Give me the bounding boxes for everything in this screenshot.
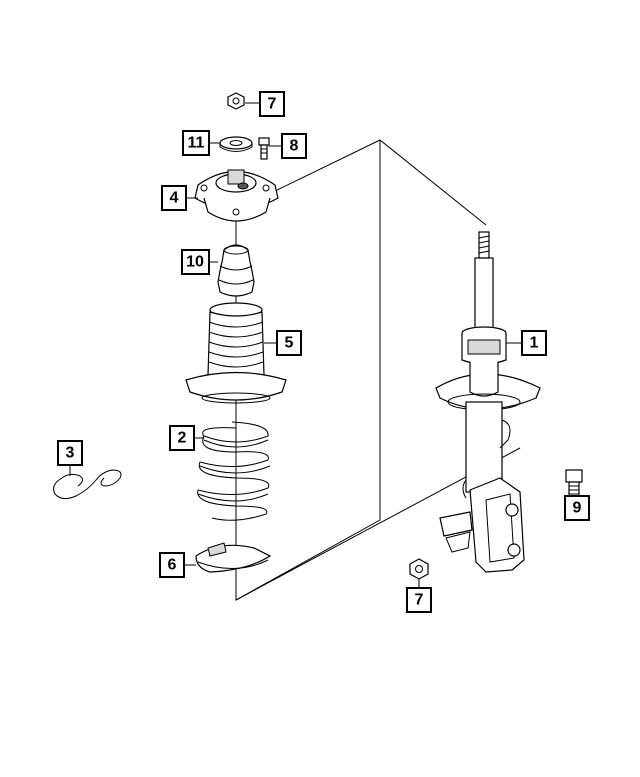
callout-7-top: 7 [259,91,285,117]
bolt-part-large [565,469,583,499]
callout-7-bottom: 7 [406,587,432,613]
callout-1: 1 [521,330,547,356]
svg-text:10: 10 [186,254,204,271]
callout-11: 11 [182,130,210,156]
svg-text:8: 8 [290,138,299,155]
svg-text:4: 4 [170,190,179,207]
nut-part-bottom [409,558,429,580]
washer-part [219,136,253,152]
coil-spring-part [197,421,271,521]
svg-text:5: 5 [285,335,294,352]
callout-5: 5 [276,330,302,356]
svg-text:6: 6 [168,557,177,574]
svg-text:2: 2 [178,430,187,447]
jounce-bumper-part [217,244,255,297]
svg-text:11: 11 [188,135,205,152]
spring-clip-part [53,469,122,500]
nut-part-top [227,92,245,110]
svg-text:1: 1 [530,335,539,352]
svg-text:7: 7 [415,592,424,609]
bolt-part-small [258,137,270,160]
svg-text:3: 3 [66,445,75,462]
callout-6: 6 [159,552,185,578]
strut-part [435,231,541,573]
callout-3: 3 [57,440,83,466]
svg-text:9: 9 [573,500,582,517]
callout-4: 4 [161,185,187,211]
spring-isolator-part [195,542,272,573]
callout-2: 2 [169,425,195,451]
svg-text:7: 7 [268,96,277,113]
strut-mount-part [194,169,279,222]
callout-8: 8 [281,133,307,159]
callout-9: 9 [564,495,590,521]
dust-boot-part [185,302,287,404]
callout-10: 10 [181,249,210,275]
